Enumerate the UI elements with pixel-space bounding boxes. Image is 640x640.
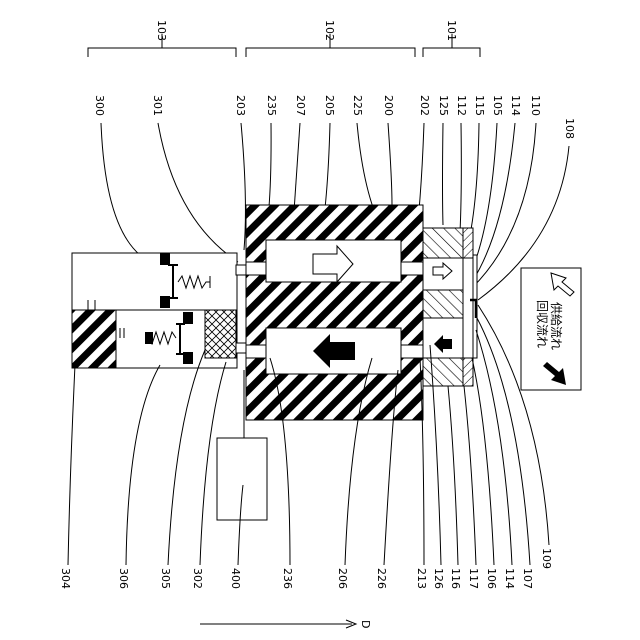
ref-236: 236 bbox=[281, 568, 294, 589]
bottom-reference-labels: 304 306 305 302 400 236 206 226 213 126 … bbox=[59, 548, 553, 589]
ref-126: 126 bbox=[432, 568, 445, 589]
legend-supply-label: 供給流れ bbox=[549, 302, 563, 350]
ref-202: 202 bbox=[418, 95, 431, 116]
ref-115: 115 bbox=[473, 95, 486, 116]
direction-label: D bbox=[359, 620, 372, 628]
ref-206: 206 bbox=[336, 568, 349, 589]
section-label-101: 101 bbox=[445, 20, 458, 41]
ref-203: 203 bbox=[234, 95, 247, 116]
legend: 供給流れ 回収流れ bbox=[521, 268, 581, 390]
supply-arrow-small bbox=[433, 263, 452, 279]
ref-304: 304 bbox=[59, 568, 72, 589]
ref-226: 226 bbox=[375, 568, 388, 589]
section-label-102: 102 bbox=[323, 20, 336, 41]
ref-300: 300 bbox=[93, 95, 106, 116]
controller-box-400 bbox=[217, 438, 267, 520]
ref-105: 105 bbox=[491, 95, 504, 116]
section-label-103: 103 bbox=[155, 20, 168, 41]
ref-213: 213 bbox=[415, 568, 428, 589]
valve-assembly bbox=[72, 253, 248, 438]
ref-109: 109 bbox=[540, 548, 553, 569]
ref-207: 207 bbox=[294, 95, 307, 116]
ref-108: 108 bbox=[563, 118, 576, 139]
ref-200: 200 bbox=[382, 95, 395, 116]
ref-306: 306 bbox=[117, 568, 130, 589]
ref-225: 225 bbox=[351, 95, 364, 116]
recovery-arrow-small bbox=[434, 335, 452, 353]
ref-117: 117 bbox=[467, 568, 480, 589]
ref-235: 235 bbox=[265, 95, 278, 116]
top-reference-labels: 300 301 203 235 207 205 225 200 202 125 … bbox=[93, 95, 576, 139]
direction-indicator: D bbox=[200, 620, 372, 628]
ref-305: 305 bbox=[159, 568, 172, 589]
ref-107: 107 bbox=[521, 568, 534, 589]
ref-114-bottom: 114 bbox=[503, 568, 516, 589]
ref-112: 112 bbox=[455, 95, 468, 116]
ref-400: 400 bbox=[229, 568, 242, 589]
section-brackets bbox=[88, 34, 480, 57]
ref-114: 114 bbox=[509, 95, 522, 116]
ref-301: 301 bbox=[151, 95, 164, 116]
ref-205: 205 bbox=[323, 95, 336, 116]
legend-recovery-label: 回収流れ bbox=[535, 300, 549, 348]
ref-106: 106 bbox=[485, 568, 498, 589]
ref-302: 302 bbox=[191, 568, 204, 589]
ref-110: 110 bbox=[529, 95, 542, 116]
ref-116: 116 bbox=[449, 568, 462, 589]
ref-125: 125 bbox=[437, 95, 450, 116]
